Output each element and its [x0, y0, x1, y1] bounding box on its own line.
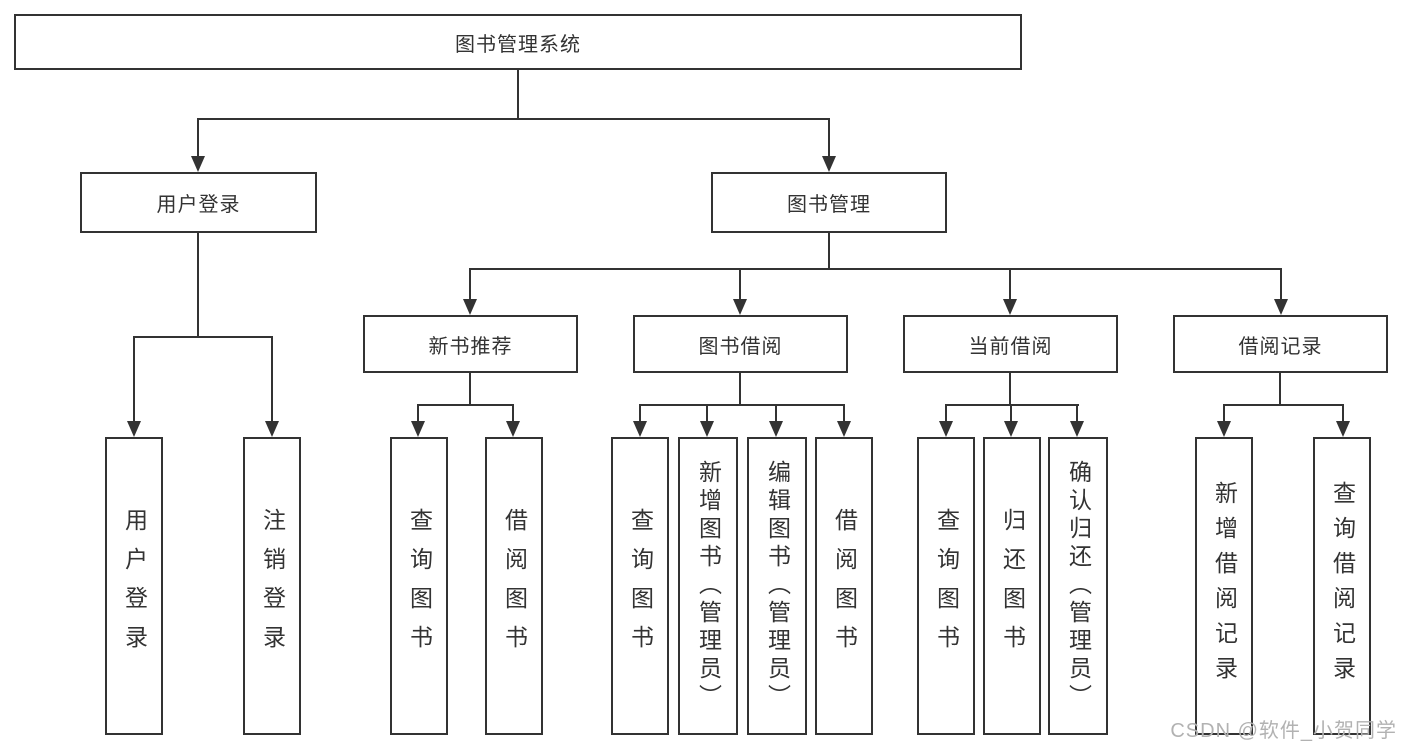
- arrowhead-down-icon: [1004, 421, 1018, 437]
- arrowhead-down-icon: [1003, 299, 1017, 315]
- connector-line: [1223, 405, 1225, 421]
- connector-line: [1279, 373, 1281, 406]
- arrowhead-down-icon: [939, 421, 953, 437]
- arrowhead-down-icon: [1217, 421, 1231, 437]
- leaf-newbook-query: 查询图书: [390, 437, 448, 735]
- connector-line: [945, 404, 1079, 406]
- connector-line: [517, 70, 519, 119]
- arrowhead-down-icon: [822, 156, 836, 172]
- leaf-current-confirm-return: 确认归还（管理员）: [1048, 437, 1108, 735]
- connector-line: [828, 119, 830, 156]
- connector-line: [639, 404, 845, 406]
- node-user-login: 用户登录: [80, 172, 317, 233]
- connector-line: [197, 118, 830, 120]
- connector-line: [843, 405, 845, 421]
- leaf-current-query-label: 查询图书: [933, 508, 960, 664]
- leaf-record-add-label: 新增借阅记录: [1211, 481, 1238, 691]
- leaf-borrow-book-label: 借阅图书: [831, 508, 858, 664]
- node-new-book-recommend-label: 新书推荐: [428, 335, 513, 358]
- node-root-label: 图书管理系统: [455, 33, 581, 56]
- leaf-logout-label: 注销登录: [259, 508, 286, 664]
- csdn-watermark: CSDN @软件_小贺同学: [1170, 720, 1397, 742]
- node-book-borrow-label: 图书借阅: [698, 335, 783, 358]
- node-book-borrow: 图书借阅: [633, 315, 848, 373]
- leaf-borrow-add-book-label: 新增图书（管理员）: [695, 460, 722, 712]
- leaf-current-confirm-return-label: 确认归还（管理员）: [1065, 460, 1092, 712]
- arrowhead-down-icon: [506, 421, 520, 437]
- leaf-record-add: 新增借阅记录: [1195, 437, 1253, 735]
- leaf-borrow-book: 借阅图书: [815, 437, 873, 735]
- connector-line: [1342, 405, 1344, 421]
- connector-line: [271, 337, 273, 421]
- leaf-record-query-label: 查询借阅记录: [1329, 481, 1356, 691]
- node-user-login-label: 用户登录: [156, 194, 241, 216]
- connector-line: [197, 119, 199, 156]
- connector-line: [469, 268, 1282, 270]
- node-borrow-records-label: 借阅记录: [1238, 335, 1323, 358]
- leaf-borrow-query: 查询图书: [611, 437, 669, 735]
- arrowhead-down-icon: [265, 421, 279, 437]
- node-new-book-recommend: 新书推荐: [363, 315, 578, 373]
- connector-line: [945, 405, 947, 421]
- arrowhead-down-icon: [633, 421, 647, 437]
- node-root: 图书管理系统: [14, 14, 1022, 70]
- node-book-management: 图书管理: [711, 172, 947, 233]
- arrowhead-down-icon: [769, 421, 783, 437]
- arrowhead-down-icon: [837, 421, 851, 437]
- leaf-user-login: 用户登录: [105, 437, 163, 735]
- leaf-borrow-add-book: 新增图书（管理员）: [678, 437, 738, 735]
- connector-line: [197, 233, 199, 337]
- connector-line: [1009, 373, 1011, 406]
- connector-line: [133, 336, 273, 338]
- arrowhead-down-icon: [1336, 421, 1350, 437]
- arrowhead-down-icon: [463, 299, 477, 315]
- connector-line: [828, 233, 830, 269]
- connector-line: [1010, 405, 1012, 421]
- connector-line: [133, 337, 135, 421]
- connector-line: [739, 269, 741, 299]
- leaf-borrow-edit-book: 编辑图书（管理员）: [747, 437, 807, 735]
- connector-line: [1076, 405, 1078, 421]
- connector-line: [775, 405, 777, 421]
- leaf-current-query: 查询图书: [917, 437, 975, 735]
- arrowhead-down-icon: [127, 421, 141, 437]
- connector-line: [1223, 404, 1344, 406]
- node-current-borrow: 当前借阅: [903, 315, 1118, 373]
- arrowhead-down-icon: [191, 156, 205, 172]
- arrowhead-down-icon: [1070, 421, 1084, 437]
- leaf-user-login-label: 用户登录: [121, 508, 148, 664]
- connector-line: [469, 373, 471, 406]
- arrowhead-down-icon: [411, 421, 425, 437]
- leaf-newbook-borrow: 借阅图书: [485, 437, 543, 735]
- leaf-newbook-borrow-label: 借阅图书: [501, 508, 528, 664]
- leaf-logout: 注销登录: [243, 437, 301, 735]
- connector-line: [1009, 269, 1011, 299]
- arrowhead-down-icon: [733, 299, 747, 315]
- connector-line: [639, 405, 641, 421]
- connector-line: [417, 404, 514, 406]
- connector-line: [512, 405, 514, 421]
- node-borrow-records: 借阅记录: [1173, 315, 1388, 373]
- node-book-management-label: 图书管理: [787, 194, 871, 216]
- arrowhead-down-icon: [700, 421, 714, 437]
- connector-line: [739, 373, 741, 406]
- leaf-borrow-edit-book-label: 编辑图书（管理员）: [764, 460, 791, 712]
- connector-line: [469, 269, 471, 299]
- leaf-newbook-query-label: 查询图书: [406, 508, 433, 664]
- leaf-current-return: 归还图书: [983, 437, 1041, 735]
- arrowhead-down-icon: [1274, 299, 1288, 315]
- leaf-record-query: 查询借阅记录: [1313, 437, 1371, 735]
- node-current-borrow-label: 当前借阅: [968, 335, 1053, 358]
- connector-line: [417, 405, 419, 421]
- leaf-borrow-query-label: 查询图书: [627, 508, 654, 664]
- connector-line: [706, 405, 708, 421]
- connector-line: [1280, 269, 1282, 299]
- leaf-current-return-label: 归还图书: [999, 508, 1026, 664]
